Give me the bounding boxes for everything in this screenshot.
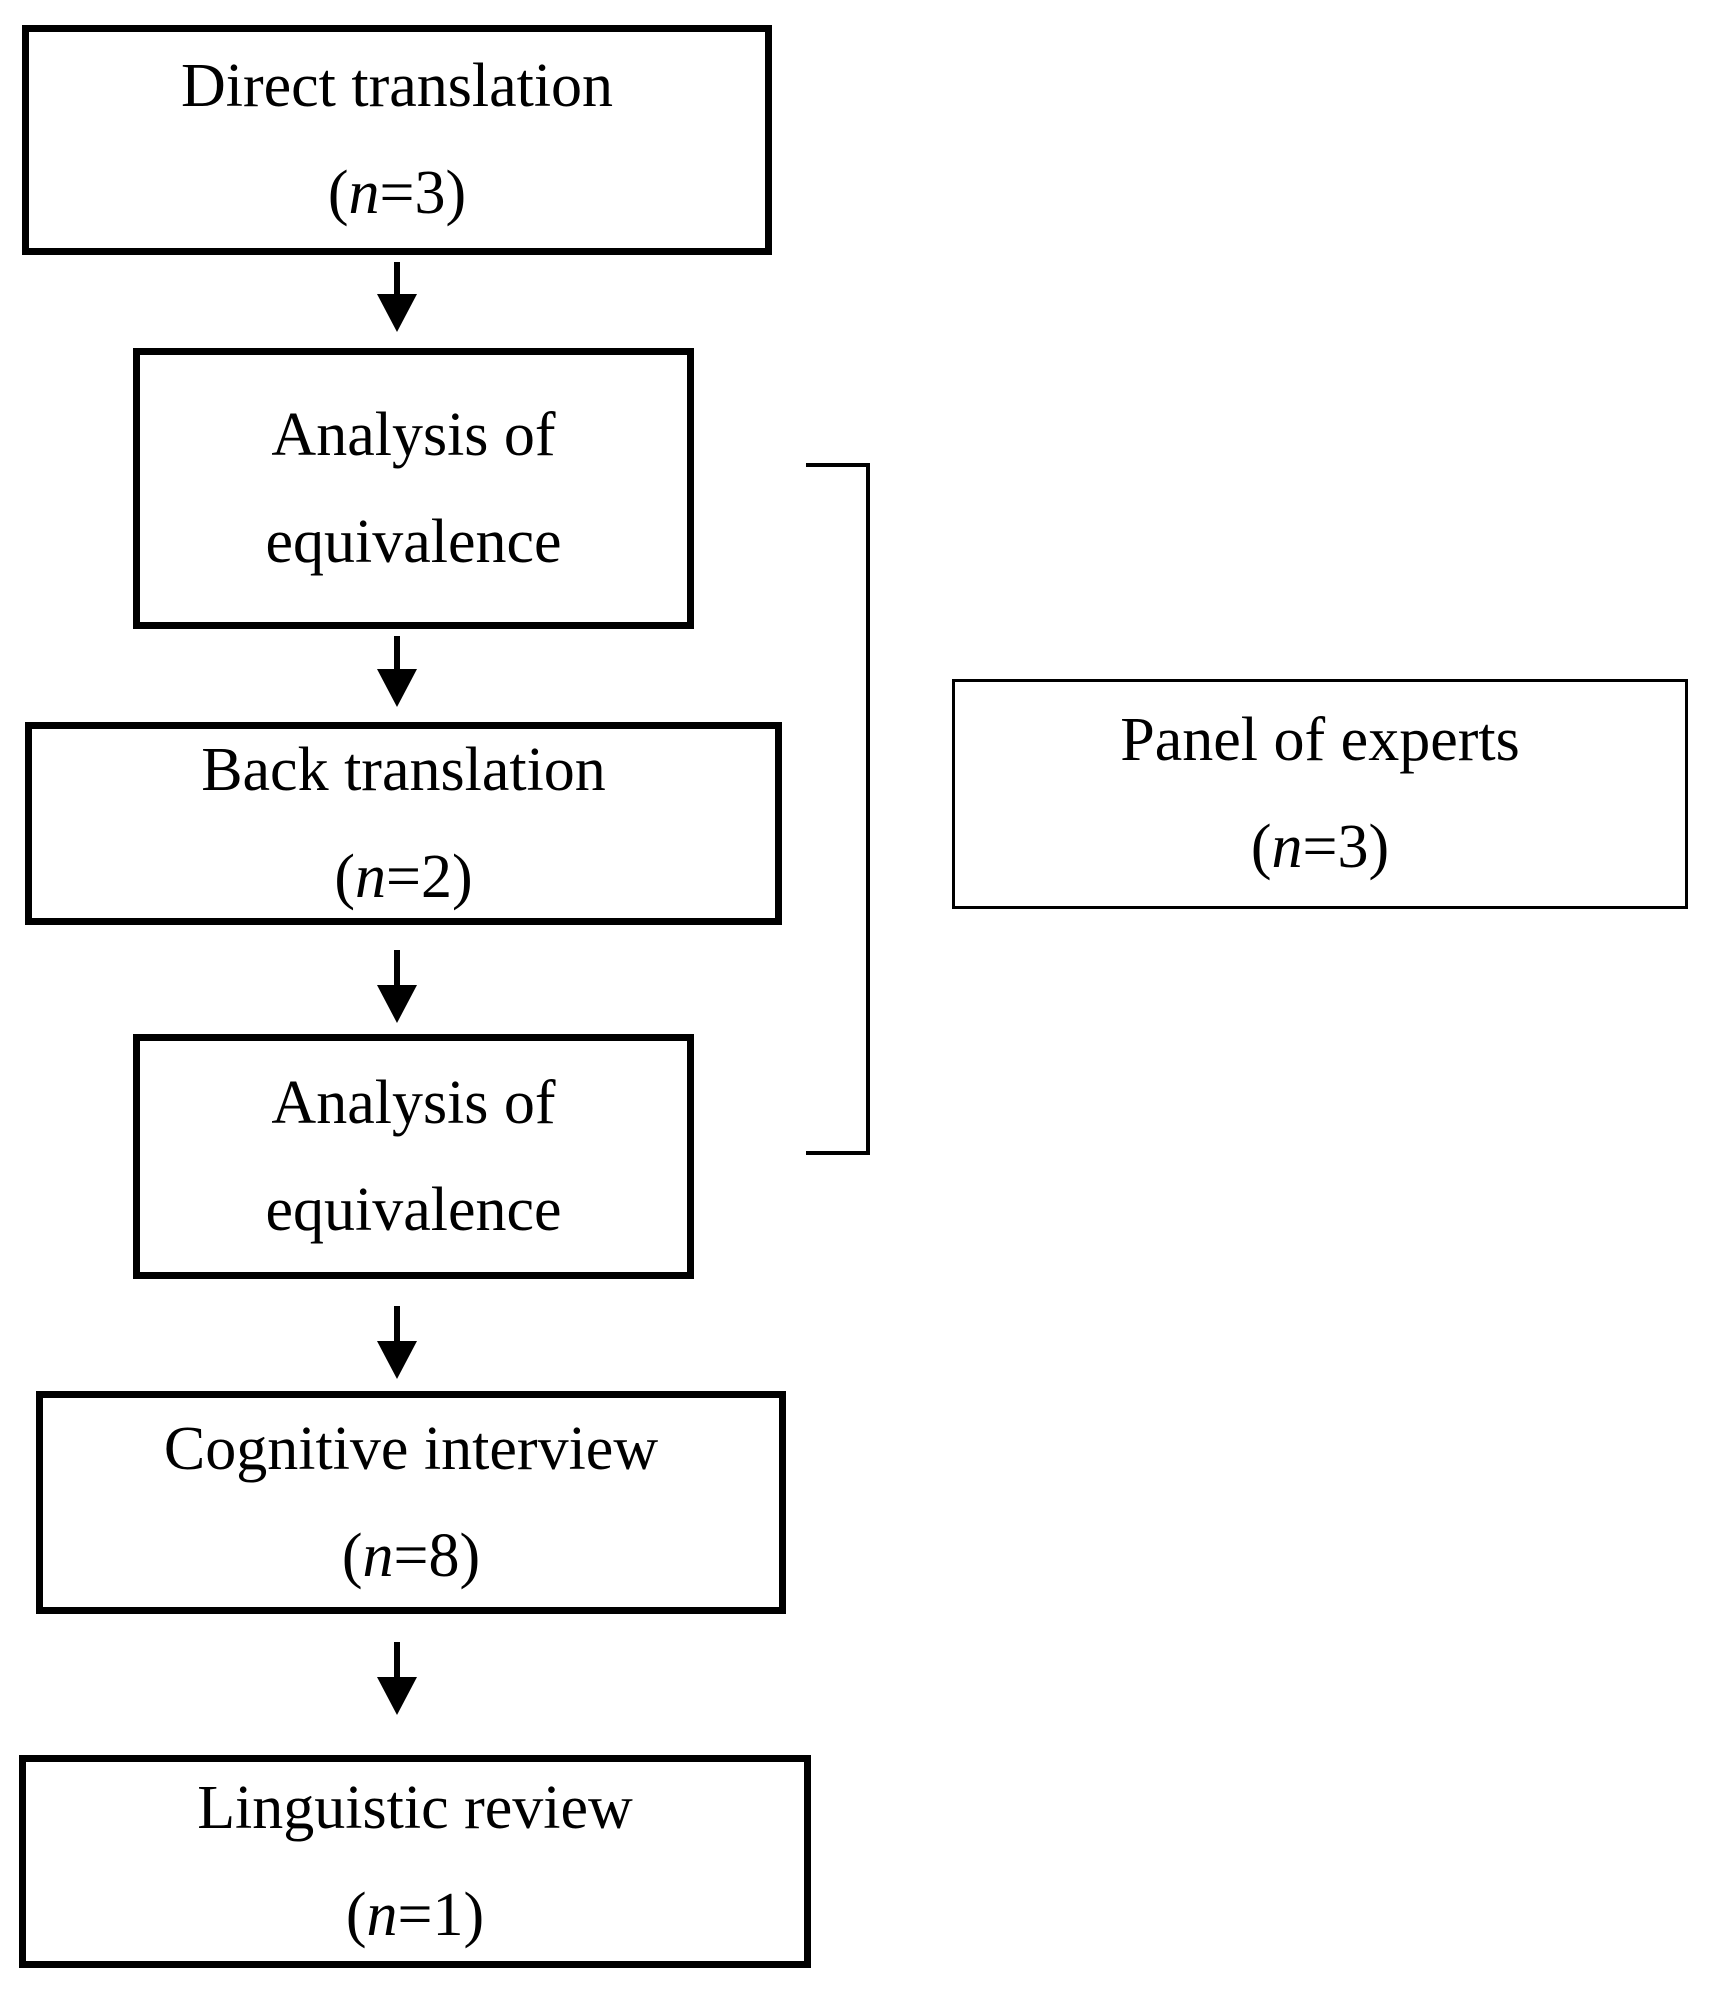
- paren-open: (: [334, 842, 356, 911]
- flow-box-linguistic-review: Linguistic review (n=1): [19, 1755, 811, 1968]
- box-title: Analysis of: [271, 1068, 556, 1137]
- box-title: Cognitive interview: [163, 1414, 659, 1483]
- flow-box-cognitive-interview: Cognitive interview (n=8): [36, 1391, 786, 1614]
- grouping-bracket: [806, 463, 870, 1155]
- box-sample-size: (n=3): [328, 140, 466, 247]
- box-title-line2: equivalence: [265, 507, 562, 576]
- n-value: =1): [397, 1880, 485, 1949]
- paren-open: (: [345, 1880, 367, 1949]
- n-value: =8): [393, 1521, 481, 1590]
- flow-box-analysis-equivalence-2: Analysis of equivalence: [133, 1034, 694, 1279]
- n-variable: n: [366, 1880, 398, 1949]
- arrow-stem: [394, 1306, 400, 1341]
- box-title: Analysis of: [271, 400, 556, 469]
- down-arrow-icon: [377, 636, 417, 707]
- box-sample-size: (n=1): [346, 1862, 484, 1969]
- box-sample-size: (n=3): [1251, 794, 1389, 901]
- flow-box-back-translation: Back translation (n=2): [25, 722, 782, 925]
- arrow-head: [377, 1677, 417, 1715]
- box-title: Direct translation: [180, 52, 614, 120]
- down-arrow-icon: [377, 950, 417, 1023]
- arrow-stem: [394, 950, 400, 985]
- arrow-head: [377, 1341, 417, 1379]
- arrow-head: [377, 294, 417, 332]
- down-arrow-icon: [377, 262, 417, 332]
- box-sample-size: (n=2): [334, 824, 472, 931]
- down-arrow-icon: [377, 1642, 417, 1715]
- arrow-head: [377, 985, 417, 1023]
- flow-box-direct-translation: Direct translation (n=3): [22, 25, 772, 255]
- box-title-line2: equivalence: [265, 1175, 562, 1244]
- n-variable: n: [362, 1521, 394, 1590]
- side-box-panel-of-experts: Panel of experts (n=3): [952, 679, 1688, 909]
- n-variable: n: [355, 842, 387, 911]
- paren-open: (: [327, 159, 349, 227]
- n-variable: n: [1271, 813, 1303, 881]
- arrow-stem: [394, 1642, 400, 1677]
- arrow-head: [377, 669, 417, 707]
- box-title: Panel of experts: [1120, 706, 1520, 774]
- paren-open: (: [1250, 813, 1272, 881]
- n-value: =3): [379, 159, 467, 227]
- n-value: =2): [386, 842, 473, 911]
- arrow-stem: [394, 636, 400, 669]
- box-title: Back translation: [201, 735, 606, 804]
- n-variable: n: [348, 159, 380, 227]
- n-value: =3): [1302, 813, 1390, 881]
- paren-open: (: [341, 1521, 363, 1590]
- box-sample-size: (n=8): [342, 1503, 480, 1610]
- box-title: Linguistic review: [197, 1773, 633, 1842]
- down-arrow-icon: [377, 1306, 417, 1379]
- flow-box-analysis-equivalence-1: Analysis of equivalence: [133, 348, 694, 629]
- arrow-stem: [394, 262, 400, 294]
